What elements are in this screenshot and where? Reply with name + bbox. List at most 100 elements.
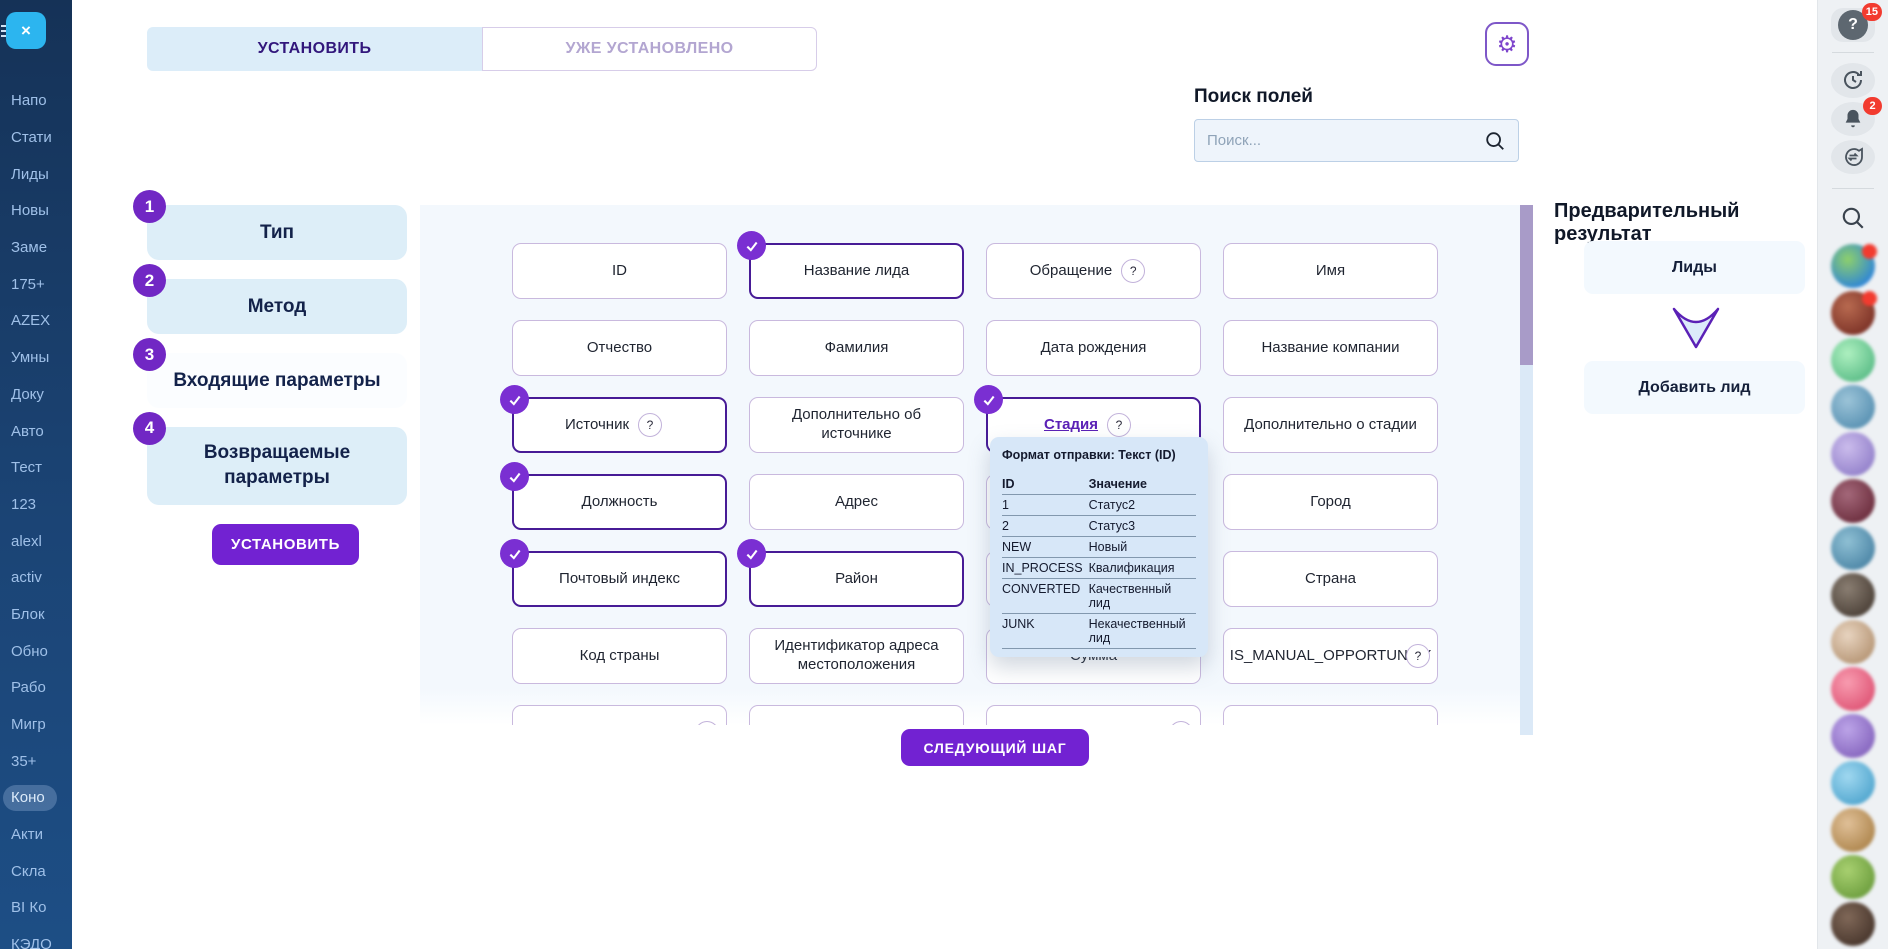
field-card[interactable]: Идентификатор адреса местоположения — [749, 628, 964, 684]
field-card[interactable]: Дата рождения — [986, 320, 1201, 376]
sidebar-item[interactable]: Авто — [0, 413, 72, 450]
user-avatar[interactable] — [1831, 714, 1875, 758]
next-step-button[interactable]: СЛЕДУЮЩИЙ ШАГ — [901, 729, 1089, 766]
sidebar-item[interactable]: 175+ — [0, 266, 72, 303]
user-avatar[interactable] — [1831, 620, 1875, 664]
field-label: Код страны — [579, 646, 660, 664]
chat-button[interactable] — [1831, 139, 1875, 174]
sidebar-item[interactable]: Напо — [0, 83, 72, 120]
field-card[interactable]: ID — [512, 243, 727, 299]
field-card[interactable]: Код страны — [512, 628, 727, 684]
field-card[interactable]: Источник? — [500, 385, 727, 453]
field-card[interactable]: Дополнительно об источнике — [749, 397, 964, 453]
install-modal: УСТАНОВИТЬ УЖЕ УСТАНОВЛЕНО ⚙ Поиск полей… — [72, 0, 1817, 949]
user-avatar[interactable] — [1831, 385, 1875, 429]
field-card[interactable]: Адрес — [749, 474, 964, 530]
user-avatar[interactable] — [1831, 761, 1875, 805]
field-card[interactable]: ? — [512, 705, 727, 725]
sidebar-item[interactable]: Обно — [0, 633, 72, 670]
user-avatar[interactable] — [1831, 526, 1875, 570]
tab-already-installed[interactable]: УЖЕ УСТАНОВЛЕНО — [482, 27, 817, 71]
history-button[interactable] — [1831, 63, 1875, 98]
user-avatar[interactable] — [1831, 479, 1875, 523]
field-card[interactable]: Отчество — [512, 320, 727, 376]
tooltip-title: Формат отправки: Текст (ID) — [1002, 448, 1176, 462]
sidebar-item[interactable]: Умны — [0, 340, 72, 377]
sidebar-item[interactable]: alexl — [0, 523, 72, 560]
field-hint-icon[interactable]: ? — [1121, 259, 1146, 283]
field-card[interactable]: ? — [986, 705, 1201, 725]
field-card[interactable]: IS_MANUAL_OPPORTUNITY? — [1223, 628, 1438, 684]
tooltip-value: Некачественный лид — [1088, 613, 1196, 649]
search-icon[interactable] — [1484, 130, 1506, 152]
sidebar-item[interactable]: AZEX — [0, 303, 72, 340]
field-card[interactable]: Фамилия — [749, 320, 964, 376]
field-hint-icon[interactable]: ? — [1406, 644, 1430, 668]
user-avatar[interactable] — [1831, 855, 1875, 899]
field-card[interactable]: Стадия? — [974, 385, 1201, 453]
user-avatar[interactable] — [1831, 338, 1875, 382]
user-avatar[interactable] — [1831, 291, 1877, 335]
user-avatar[interactable] — [1831, 902, 1875, 946]
settings-button[interactable]: ⚙ — [1485, 22, 1529, 66]
field-card[interactable] — [1223, 705, 1438, 725]
global-search-button[interactable] — [1840, 205, 1866, 236]
field-card[interactable]: Район — [737, 539, 964, 607]
field-card[interactable]: Должность — [500, 462, 727, 530]
field-card[interactable]: Обращение? — [986, 243, 1201, 299]
field-hint-icon[interactable]: ? — [638, 413, 663, 437]
field-hint-icon[interactable]: ? — [695, 721, 719, 725]
scrollbar-thumb[interactable] — [1520, 205, 1533, 365]
user-avatar[interactable] — [1831, 667, 1875, 711]
avatar-notification-dot — [1862, 291, 1877, 306]
sidebar-item[interactable]: activ — [0, 560, 72, 597]
field-card[interactable]: Город — [1223, 474, 1438, 530]
user-avatar[interactable] — [1831, 573, 1875, 617]
sidebar-item-label: Авто — [11, 422, 44, 440]
sidebar-item[interactable]: 123 — [0, 487, 72, 524]
sidebar-item[interactable]: Новы — [0, 193, 72, 230]
sidebar-item[interactable]: Рабо — [0, 670, 72, 707]
sidebar-item[interactable]: BI Ко — [0, 890, 72, 927]
field-card[interactable] — [749, 705, 964, 725]
user-avatar[interactable] — [1831, 244, 1877, 288]
sidebar-item[interactable]: Блок — [0, 597, 72, 634]
field-card[interactable]: Дополнительно о стадии — [1223, 397, 1438, 453]
sidebar-item[interactable]: 35+ — [0, 743, 72, 780]
notifications-button[interactable]: 2 — [1831, 96, 1882, 136]
field-hint-icon[interactable]: ? — [1107, 413, 1132, 437]
install-button[interactable]: УСТАНОВИТЬ — [212, 524, 359, 565]
sidebar-item[interactable]: Заме — [0, 230, 72, 267]
sidebar-item[interactable]: Стати — [0, 120, 72, 157]
sidebar-item[interactable]: Доку — [0, 377, 72, 414]
field-card[interactable]: Имя — [1223, 243, 1438, 299]
sidebar-item[interactable]: Тест — [0, 450, 72, 487]
help-button[interactable]: ? 15 — [1831, 3, 1882, 43]
field-hint-icon[interactable]: ? — [1169, 721, 1193, 725]
sidebar-item-label: Напо — [11, 92, 47, 110]
help-badge: 15 — [1861, 3, 1882, 21]
close-button[interactable]: × — [6, 12, 46, 49]
user-avatar[interactable] — [1831, 808, 1875, 852]
field-card[interactable]: Название компании — [1223, 320, 1438, 376]
sidebar-item[interactable]: Скла — [0, 853, 72, 890]
search-input[interactable] — [1207, 132, 1484, 149]
field-card[interactable]: Страна — [1223, 551, 1438, 607]
sidebar-item[interactable]: Коно — [0, 780, 72, 817]
user-avatar[interactable] — [1831, 432, 1875, 476]
field-search-title: Поиск полей — [1194, 86, 1313, 107]
field-card[interactable]: Почтовый индекс — [500, 539, 727, 607]
sidebar-item[interactable]: Акти — [0, 817, 72, 854]
field-card[interactable]: Название лида — [737, 231, 964, 299]
sidebar-item[interactable]: Мигр — [0, 707, 72, 744]
sidebar-item[interactable]: КЭДО — [0, 927, 72, 949]
tab-install[interactable]: УСТАНОВИТЬ — [147, 27, 482, 71]
sidebar-item[interactable]: Лиды — [0, 156, 72, 193]
divider — [1832, 52, 1874, 54]
field-label: Отчество — [586, 338, 653, 356]
